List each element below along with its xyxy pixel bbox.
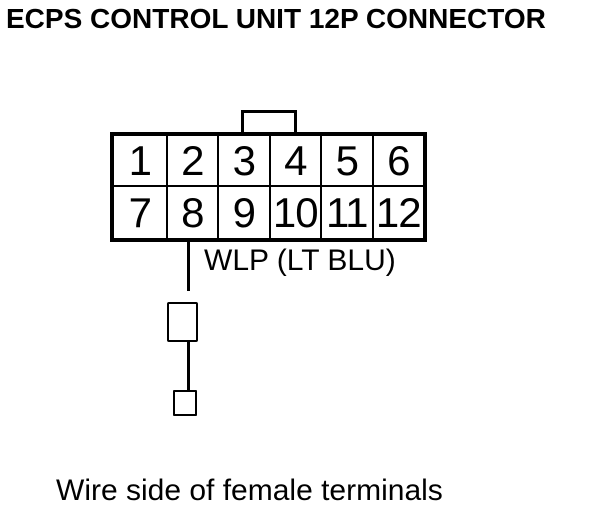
wire-line <box>187 242 190 291</box>
terminal-symbol-large <box>167 302 198 342</box>
pin-cell-12: 12 <box>371 187 424 238</box>
diagram-caption: Wire side of female terminals <box>56 474 443 507</box>
pin-cell-3: 3 <box>217 136 269 187</box>
pin-cell-2: 2 <box>165 136 217 187</box>
pin-cell-9: 9 <box>217 187 269 238</box>
terminal-link-line <box>187 342 190 390</box>
connector-body: 1 2 3 4 5 6 7 8 9 10 11 12 <box>110 132 427 242</box>
pin-cell-7: 7 <box>128 188 152 236</box>
pin-cell-6: 6 <box>371 136 423 187</box>
pin-cell-4: 4 <box>268 136 320 187</box>
diagram-title: ECPS CONTROL UNIT 12P CONNECTOR <box>6 3 546 34</box>
pin-cell-8: 8 <box>165 187 218 238</box>
wire-color-label: WLP (LT BLU) <box>204 244 396 277</box>
terminal-symbol-small <box>173 390 197 416</box>
pin-cell-11: 11 <box>320 187 372 238</box>
pin-cell-5: 5 <box>320 136 372 187</box>
connector-locating-tab <box>241 110 297 135</box>
pin-cell-1: 1 <box>114 136 166 187</box>
pin-cell-10: 10 <box>268 187 321 238</box>
